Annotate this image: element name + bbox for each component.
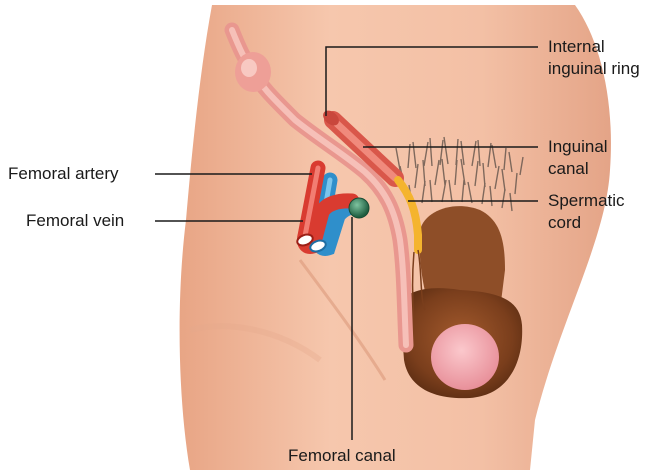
label-femoral-artery: Femoral artery <box>8 163 119 185</box>
label-internal-ring: Internal inguinal ring <box>548 36 640 80</box>
label-inguinal-canal-line2: canal <box>548 158 608 180</box>
label-inguinal-canal: Inguinal canal <box>548 136 608 180</box>
label-spermatic-cord-line2: cord <box>548 212 625 234</box>
label-spermatic-cord-line1: Spermatic <box>548 190 625 212</box>
testis <box>431 324 499 390</box>
femoral-canal-marker <box>349 198 369 218</box>
label-internal-ring-line1: Internal <box>548 36 640 58</box>
label-internal-ring-line2: inguinal ring <box>548 58 640 80</box>
label-femoral-vein: Femoral vein <box>26 210 124 232</box>
label-inguinal-canal-line1: Inguinal <box>548 136 608 158</box>
label-spermatic-cord: Spermatic cord <box>548 190 625 234</box>
label-femoral-canal: Femoral canal <box>288 445 396 467</box>
